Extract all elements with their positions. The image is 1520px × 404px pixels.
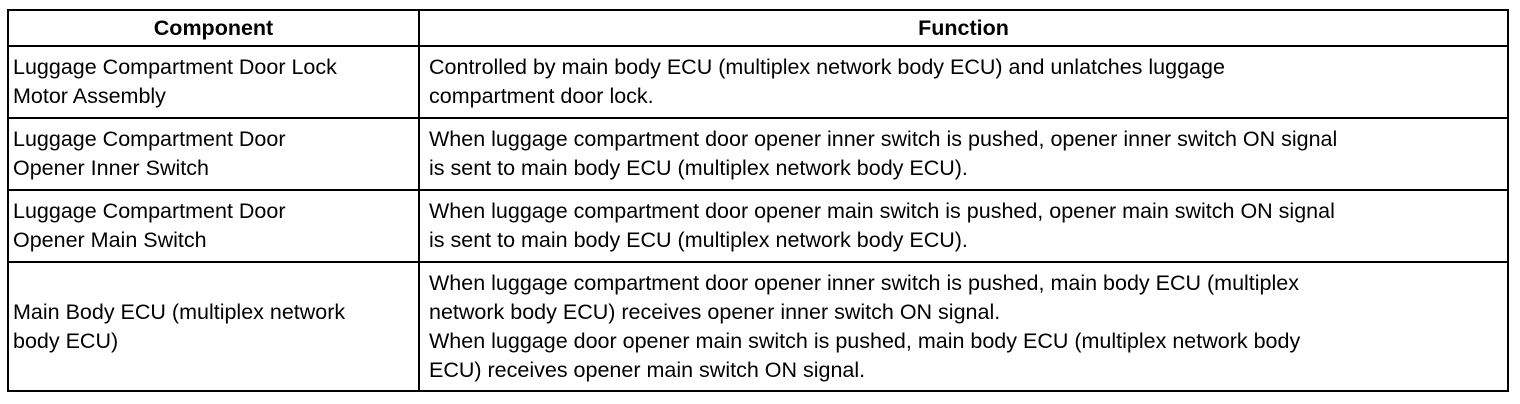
table-row: Luggage Compartment Door Opener Main Swi…: [7, 189, 1509, 263]
function-text-line: is sent to main body ECU (multiplex netw…: [429, 156, 968, 180]
function-text-line: compartment door lock.: [429, 84, 654, 108]
component-text-line: Opener Main Switch: [13, 228, 207, 252]
component-text-line: Luggage Compartment Door Lock: [13, 55, 337, 79]
function-text-line: When luggage door opener main switch is …: [429, 328, 1301, 353]
component-text-line: body ECU): [13, 328, 119, 353]
table-row: Main Body ECU (multiplex network body EC…: [7, 261, 1509, 392]
function-cell: When luggage compartment door opener inn…: [418, 261, 1509, 392]
component-cell: Main Body ECU (multiplex network body EC…: [7, 261, 420, 392]
component-text-line: Luggage Compartment Door: [13, 127, 286, 151]
component-text-line: Motor Assembly: [13, 84, 166, 108]
function-cell: When luggage compartment door opener inn…: [418, 117, 1509, 191]
table-header-row: Component Function: [7, 9, 1509, 47]
component-text-line: Main Body ECU (multiplex network: [13, 299, 346, 324]
component-function-table: Component Function Luggage Compartment D…: [7, 9, 1509, 392]
function-column-header: Function: [418, 9, 1509, 47]
component-text-line: Luggage Compartment Door: [13, 199, 286, 223]
function-cell: Controlled by main body ECU (multiplex n…: [418, 45, 1509, 119]
function-cell: When luggage compartment door opener mai…: [418, 189, 1509, 263]
component-cell: Luggage Compartment Door Opener Main Swi…: [7, 189, 420, 263]
function-text-line: Controlled by main body ECU (multiplex n…: [429, 55, 1225, 79]
table-row: Luggage Compartment Door Lock Motor Asse…: [7, 45, 1509, 119]
component-cell: Luggage Compartment Door Opener Inner Sw…: [7, 117, 420, 191]
function-text-line: ECU) receives opener main switch ON sign…: [429, 357, 866, 382]
component-column-header: Component: [7, 9, 420, 47]
function-text-line: is sent to main body ECU (multiplex netw…: [429, 228, 968, 252]
function-text-line: network body ECU) receives opener inner …: [429, 299, 1001, 324]
component-cell: Luggage Compartment Door Lock Motor Asse…: [7, 45, 420, 119]
component-text-line: Opener Inner Switch: [13, 156, 209, 180]
function-text-line: When luggage compartment door opener inn…: [429, 127, 1338, 151]
function-text-line: When luggage compartment door opener mai…: [429, 199, 1335, 223]
table-row: Luggage Compartment Door Opener Inner Sw…: [7, 117, 1509, 191]
function-text-line: When luggage compartment door opener inn…: [429, 270, 1299, 295]
